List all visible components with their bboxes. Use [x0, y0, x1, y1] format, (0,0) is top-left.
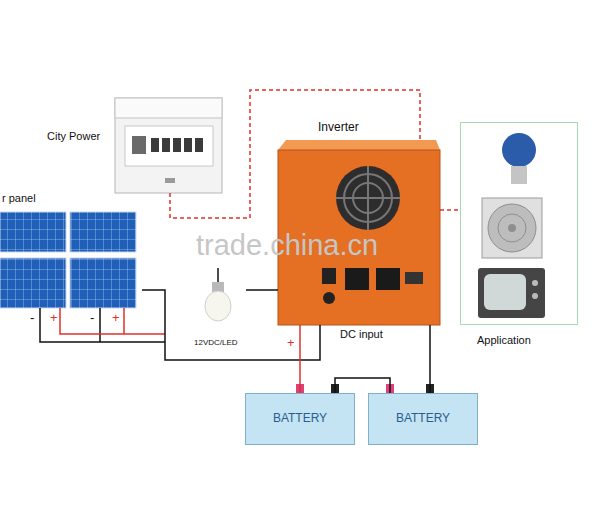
solar-panel: [70, 212, 136, 252]
breaker: [195, 138, 203, 152]
box-latch: [165, 178, 175, 183]
battery-link-wire: [335, 378, 390, 393]
breaker-lid: [115, 98, 222, 118]
bulb-base: [511, 166, 527, 184]
fan-grille: [488, 204, 536, 252]
port-label: DC input: [340, 328, 383, 340]
mains-line: [170, 90, 420, 218]
panel-wire: [40, 308, 165, 342]
solar-panel: [70, 258, 136, 308]
polarity-sign: +: [50, 311, 58, 325]
inverter-fan: [336, 166, 400, 230]
polarity-sign: -: [30, 311, 34, 325]
fan-hub: [508, 224, 516, 232]
panel-wire: [60, 308, 165, 334]
breaker: [173, 138, 181, 152]
battery-positive-wire: [299, 325, 301, 393]
main-switch: [132, 136, 146, 154]
dc-load-wire: [246, 289, 278, 291]
watermark: trade.china.cn: [196, 230, 378, 262]
inverter-port: [405, 272, 423, 284]
breaker: [162, 138, 170, 152]
solar-panel: [0, 212, 66, 252]
application-box: Application: [460, 122, 578, 325]
polarity-sign: +: [287, 336, 295, 350]
polarity-sign: +: [112, 311, 120, 325]
battery-box: BATTERY: [245, 393, 355, 445]
fan-grille: [336, 166, 400, 230]
ac-output-line: [440, 209, 460, 211]
solar-panel-group: r panel: [2, 192, 142, 312]
node-label: BATTERY: [273, 412, 327, 426]
ac-outlet: [345, 268, 369, 290]
node-heading: Inverter: [318, 121, 359, 135]
breaker: [151, 138, 159, 152]
battery-box: BATTERY: [368, 393, 478, 445]
polarity-sign: -: [90, 311, 94, 325]
tv-knob: [532, 280, 538, 286]
breaker: [184, 138, 192, 152]
ac-outlet: [376, 268, 400, 290]
solar-panel: [0, 258, 66, 308]
dc-terminal: [323, 292, 335, 304]
fan-icon: [482, 198, 542, 258]
inverter-top: [278, 140, 440, 150]
tv-knob: [532, 293, 538, 299]
pv-wire: [142, 290, 320, 360]
bulb-glass: [205, 291, 231, 321]
led-bulb-icon: [502, 133, 536, 167]
breaker-box: City Power: [115, 98, 222, 193]
fan-grille: [498, 214, 526, 242]
tv-icon: [478, 268, 545, 318]
battery-negative-wire: [429, 325, 431, 393]
bulb-wire: [217, 268, 219, 282]
power-switch: [322, 268, 336, 284]
breaker-box: [115, 98, 222, 193]
node-label: BATTERY: [396, 412, 450, 426]
breaker-panel: [125, 126, 213, 166]
dc-bulb: 12VDC/LED: [190, 276, 246, 354]
node-heading: r panel: [2, 192, 36, 205]
tv-screen: [484, 274, 526, 310]
node-heading: Application: [477, 334, 531, 347]
node-heading: 12VDC/LED: [194, 338, 238, 347]
node-heading: City Power: [47, 130, 100, 143]
